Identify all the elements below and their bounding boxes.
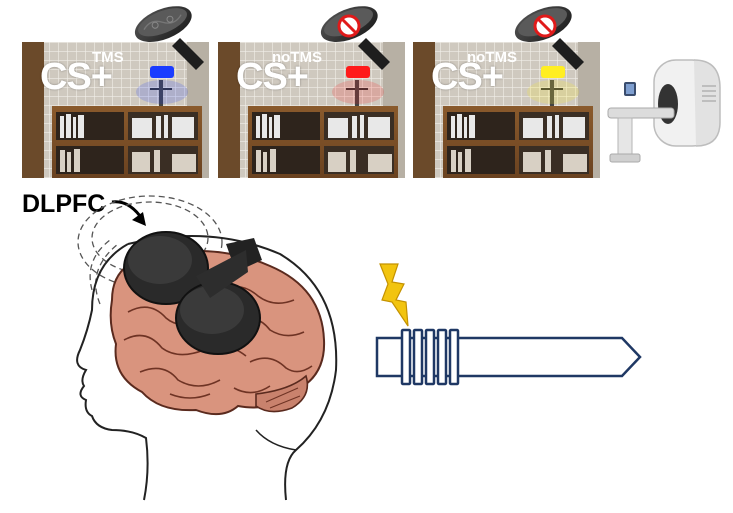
tms-coil-icon (132, 0, 212, 72)
head-brain-tms-illustration (0, 180, 370, 513)
tms-superscript: TMS (92, 50, 124, 65)
forbidden-sign-icon (337, 14, 361, 38)
mri-scanner-icon (604, 48, 728, 166)
electrode-probe-icon (374, 326, 644, 388)
notms-superscript: noTMS (272, 50, 322, 65)
forbidden-sign-icon (533, 14, 557, 38)
lightning-bolt-icon (378, 262, 412, 328)
notms-superscript: noTMS (467, 50, 517, 65)
